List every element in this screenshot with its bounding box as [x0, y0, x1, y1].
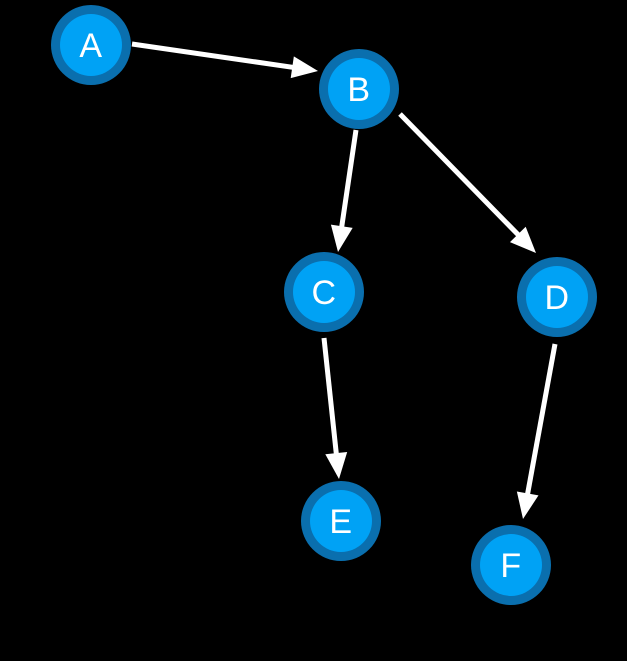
edge-line	[338, 129, 359, 230]
node-fill	[293, 261, 355, 323]
node-fill	[480, 534, 542, 596]
arrowhead-icon	[330, 224, 353, 252]
node-fill	[310, 490, 372, 552]
edge-line	[131, 41, 296, 71]
graph-node-f[interactable]: F	[471, 525, 551, 605]
node-label: E	[329, 503, 352, 541]
graph-node-e[interactable]: E	[301, 481, 381, 561]
node-label: B	[347, 71, 370, 109]
edge-a-b[interactable]	[131, 41, 318, 79]
arrowhead-icon	[325, 451, 348, 479]
graph-node-d[interactable]: D	[517, 257, 597, 337]
edge-b-d[interactable]	[398, 112, 536, 253]
node-fill	[60, 14, 122, 76]
graph-node-c[interactable]: C	[284, 252, 364, 332]
node-label: F	[500, 547, 521, 585]
graph-node-b[interactable]: B	[319, 49, 399, 129]
arrowhead-icon	[516, 491, 539, 519]
edge-line	[321, 337, 340, 457]
edge-line	[398, 112, 522, 239]
node-label: A	[79, 27, 102, 65]
arrowhead-icon	[290, 56, 318, 79]
arrowhead-icon	[509, 226, 536, 253]
edge-c-e[interactable]	[321, 337, 348, 479]
edge-line	[524, 343, 558, 497]
node-fill	[526, 266, 588, 328]
node-label: D	[544, 279, 569, 317]
node-label: C	[311, 274, 336, 312]
nodes-layer: A B C D E F	[51, 5, 597, 605]
graph-node-a[interactable]: A	[51, 5, 131, 85]
edge-b-c[interactable]	[330, 129, 359, 252]
node-fill	[328, 58, 390, 120]
edge-d-f[interactable]	[516, 343, 558, 519]
edges-layer	[131, 41, 558, 519]
